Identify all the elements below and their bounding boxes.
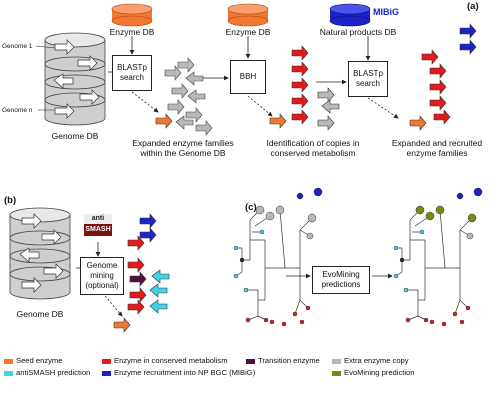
evomining-predictions-box: EvoMining predictions <box>312 266 370 294</box>
tree-tip-node <box>403 287 409 293</box>
tree-tip-node <box>435 205 445 215</box>
caption-identification: Identification of copies in conserved me… <box>266 138 360 158</box>
legend-label: Transition enzyme <box>258 356 320 365</box>
tree-tip-node <box>269 319 275 325</box>
enzyme-db-1-icon <box>111 3 153 27</box>
tree-tip-node <box>306 232 314 240</box>
genome-mining-box: Genome mining (optional) <box>80 257 124 295</box>
tree-tip-node <box>393 273 399 279</box>
tree-tip-node <box>313 187 323 197</box>
panel-label-c: (c) <box>245 202 257 213</box>
antismash-logo: anti SMASH <box>84 214 112 240</box>
tree-tip-node <box>299 319 305 325</box>
tree-tip-node <box>466 232 474 240</box>
genome-1-label: Genome 1 <box>2 43 33 50</box>
antismash-logo-bottom: SMASH <box>84 224 112 236</box>
genome-db-label-a: Genome DB <box>51 131 99 141</box>
legend-swatch <box>102 370 111 376</box>
tree-tip-node <box>239 257 245 263</box>
conserved-copies-cluster <box>269 45 340 131</box>
legend-swatch <box>332 370 341 376</box>
tree-tip-node <box>399 257 405 263</box>
bbh-box: BBH <box>230 60 266 94</box>
tree-tip-node <box>281 321 287 327</box>
legend-item: Transition enzyme <box>246 356 320 365</box>
legend-item: antiSMASH prediction <box>4 368 90 377</box>
caption-expanded: Expanded enzyme families within the Geno… <box>132 138 234 158</box>
legend-item: Seed enzyme <box>4 356 62 365</box>
genome-db-stack-b <box>9 207 71 300</box>
phylogenetic-tree-left <box>235 209 313 321</box>
genome-n-label: Genome n <box>2 107 33 114</box>
tree-tip-node <box>296 192 304 200</box>
legend-swatch <box>246 358 255 364</box>
tree-tip-node <box>259 229 265 235</box>
tree-tip-node <box>233 245 239 251</box>
tree-tip-node <box>245 317 251 323</box>
recruited-family-cluster <box>409 23 477 131</box>
legend-item: Enzyme recruitment into NP BGC (MIBiG) <box>102 368 255 377</box>
legend-label: Enzyme in conserved metabolism <box>114 356 228 365</box>
blastp-search-box-2: BLASTp search <box>348 61 388 97</box>
tree-tip-node <box>243 287 249 293</box>
tree-tip-node <box>393 245 399 251</box>
panel-label-b: (b) <box>4 195 17 206</box>
tree-tip-node <box>423 317 429 323</box>
blastp-search-box-1: BLASTp search <box>112 55 152 91</box>
genome-db-stack-a <box>44 32 106 126</box>
tree-tip-node <box>452 311 458 317</box>
legend-swatch <box>4 370 13 376</box>
tree-tip-node <box>265 211 275 221</box>
tree-tip-node <box>263 317 269 323</box>
legend-label: EvoMining prediction <box>344 368 415 377</box>
enzyme-db-1-label: Enzyme DB <box>109 27 155 37</box>
tree-tip-node <box>465 305 471 311</box>
caption-recruited: Expanded and recruited enzyme families <box>391 138 483 158</box>
tree-tip-node <box>473 187 483 197</box>
tree-tip-node <box>429 319 435 325</box>
natural-products-db-label: Natural products DB <box>319 27 397 37</box>
tree-tip-node <box>233 273 239 279</box>
legend-label: Seed enzyme <box>16 356 63 365</box>
panel-label-a: (a) <box>467 1 479 12</box>
tree-tip-node <box>441 321 447 327</box>
tree-tip-node <box>425 211 435 221</box>
genome-db-label-b: Genome DB <box>16 309 64 319</box>
tree-tip-node <box>415 205 425 215</box>
tree-tip-node <box>305 305 311 311</box>
tree-node-markers <box>233 187 483 327</box>
expanded-family-cluster <box>164 57 213 136</box>
antismash-logo-top: anti <box>84 214 112 224</box>
tree-tip-node <box>275 205 285 215</box>
tree-tip-node <box>307 213 317 223</box>
legend-item: Enzyme in conserved metabolism <box>102 356 228 365</box>
genome-1-pointer <box>35 45 56 49</box>
tree-tip-node <box>459 319 465 325</box>
phylogenetic-tree-right <box>395 209 473 321</box>
tree-tip-node <box>456 192 464 200</box>
legend-item: Extra enzyme copy <box>332 356 409 365</box>
legend-label: antiSMASH prediction <box>16 368 91 377</box>
legend-swatch <box>332 358 341 364</box>
mibig-logo-text: MIBiG <box>373 7 399 17</box>
legend-label: Extra enzyme copy <box>344 356 409 365</box>
tree-tip-node <box>255 205 265 215</box>
enzyme-db-2-icon <box>227 3 269 27</box>
genome-mining-result-cluster <box>113 213 170 333</box>
tree-tip-node <box>292 311 298 317</box>
tree-tip-node <box>405 317 411 323</box>
tree-tip-node <box>419 229 425 235</box>
legend-item: EvoMining prediction <box>332 368 415 377</box>
mibig-db-icon <box>329 3 371 27</box>
tree-tip-node <box>467 213 477 223</box>
legend-label: Enzyme recruitment into NP BGC (MIBiG) <box>114 368 256 377</box>
legend-swatch <box>102 358 111 364</box>
enzyme-db-2-label: Enzyme DB <box>225 27 271 37</box>
legend-swatch <box>4 358 13 364</box>
seed-enzyme-arrow-1 <box>155 113 173 129</box>
